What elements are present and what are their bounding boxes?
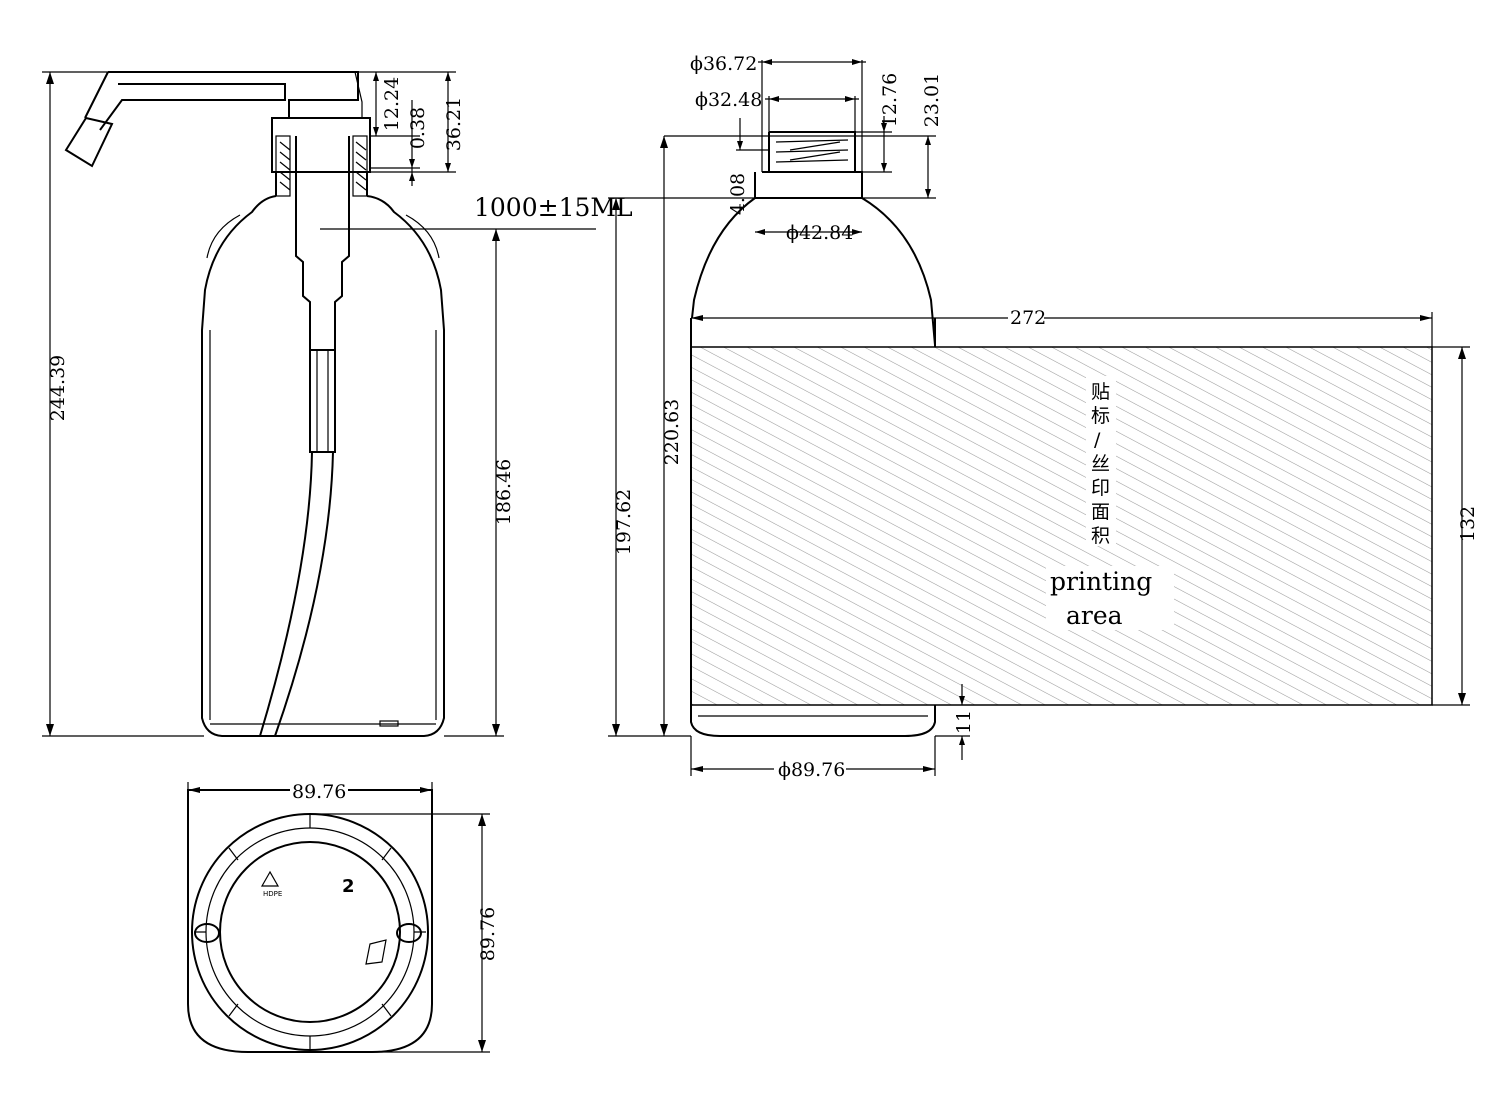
dim-bottom-offset: 11 — [953, 710, 975, 734]
recycle-code: 2 — [342, 876, 355, 897]
dim-neck-outer: ϕ36.72 — [690, 53, 757, 75]
label-cn-5: 印 — [1091, 477, 1110, 499]
label-cn-2: 标 — [1091, 405, 1110, 427]
dim-12-24: 12.24 — [381, 77, 403, 131]
dim-label-height: 132 — [1457, 506, 1479, 542]
dim-height-197: 197.62 — [613, 489, 635, 555]
label-en-line1: printing — [1050, 567, 1152, 596]
printing-area — [690, 346, 1433, 706]
dim-base-diameter: ϕ89.76 — [778, 759, 845, 781]
dim-label-width: 272 — [1010, 307, 1046, 329]
dim-12-76: 12.76 — [879, 73, 901, 127]
dim-shoulder: ϕ42.84 — [786, 222, 853, 244]
dim-bottom-depth: 89.76 — [477, 907, 499, 961]
recycle-material: HDPE — [263, 890, 282, 898]
side-view: ϕ36.72 ϕ32.48 12.76 23.01 4.08 ϕ42.84 27… — [608, 53, 1479, 781]
label-en-line2: area — [1066, 601, 1123, 630]
dim-4-08: 4.08 — [727, 173, 749, 215]
label-cn-7: 积 — [1091, 525, 1110, 547]
dim-23-01: 23.01 — [921, 73, 943, 127]
dim-neck-inner: ϕ32.48 — [695, 89, 762, 111]
label-cn-1: 贴 — [1091, 381, 1110, 403]
label-cn-3: / — [1094, 429, 1101, 451]
bottom-view: HDPE 2 89.76 89.76 — [187, 780, 499, 1053]
dim-overall-height: 244.39 — [47, 355, 69, 421]
label-cn-6: 面 — [1091, 501, 1110, 523]
dim-bottom-width: 89.76 — [292, 781, 346, 803]
dim-36-21: 36.21 — [443, 97, 465, 151]
dim-0-38: 0.38 — [407, 107, 429, 149]
dim-height-220: 220.63 — [661, 399, 683, 465]
dim-body-height: 186.46 — [493, 459, 515, 525]
label-cn-4: 丝 — [1091, 453, 1110, 475]
capacity-label: 1000±15ML — [474, 193, 633, 222]
front-view: 1000±15ML 244.39 186.46 12.24 0.38 36.21 — [42, 71, 633, 737]
